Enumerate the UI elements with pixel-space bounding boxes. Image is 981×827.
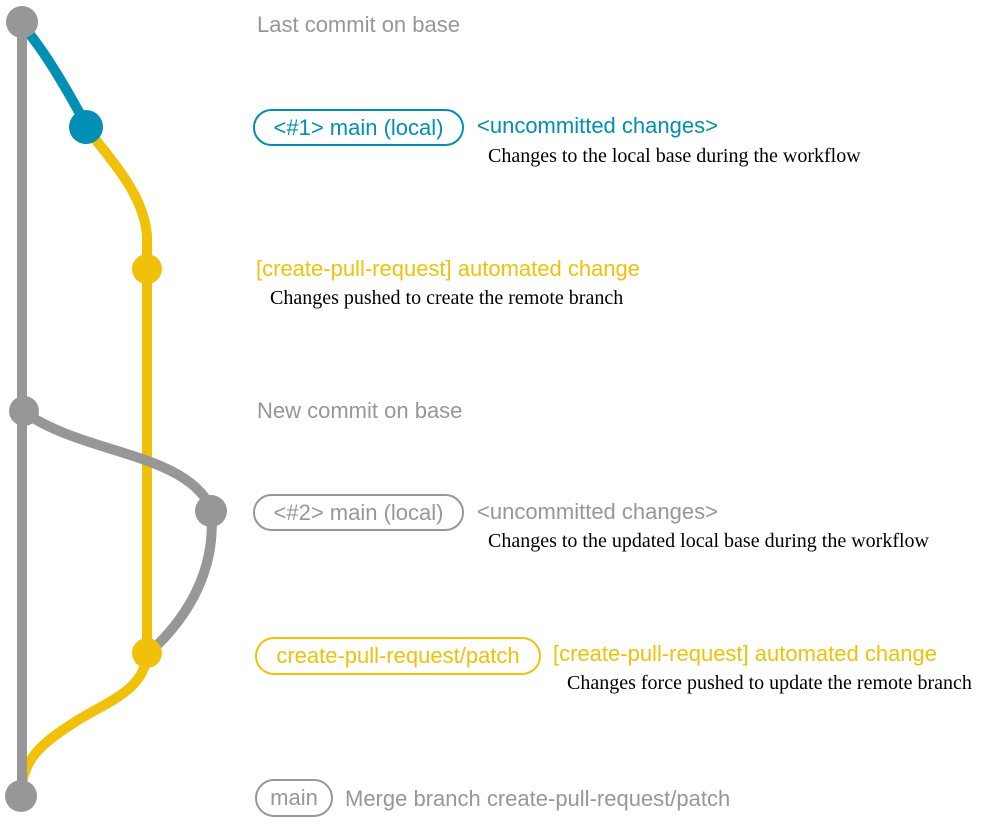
- commit-dot-automated-1: [132, 254, 162, 284]
- desc-uncommitted-changes-1: Changes to the local base during the wor…: [488, 145, 861, 167]
- commit-dot-new-base: [9, 396, 39, 426]
- commit-dot-automated-2: [132, 638, 162, 668]
- label-merge-branch: Merge branch create-pull-request/patch: [345, 786, 731, 811]
- commit-dot-uncommitted-1: [69, 110, 103, 144]
- desc-automated-change-2: Changes force pushed to update the remot…: [567, 672, 972, 694]
- branch-tag-main-local-2: <#2> main (local): [253, 494, 464, 531]
- branch-tag-main-local-2-text: <#2> main (local): [273, 499, 444, 525]
- label-new-commit-on-base: New commit on base: [257, 398, 463, 423]
- branch-tag-create-pull-request-patch-text: create-pull-request/patch: [276, 643, 520, 668]
- branch-edge-local-1: [17, 20, 91, 130]
- commit-dot-uncommitted-2: [195, 495, 227, 527]
- label-uncommitted-changes-2: <uncommitted changes>: [477, 499, 718, 524]
- branch-tag-main-local-1-text: <#1> main (local): [273, 114, 444, 140]
- branch-tag-main-text: main: [270, 785, 318, 810]
- label-last-commit-on-base: Last commit on base: [257, 12, 460, 37]
- label-automated-change-2: [create-pull-request] automated change: [553, 641, 938, 666]
- branch-edge-local-2: [19, 407, 216, 513]
- label-uncommitted-changes-1: <uncommitted changes>: [477, 113, 718, 138]
- label-automated-change-1: [create-pull-request] automated change: [256, 256, 641, 281]
- branch-tag-main: main: [255, 779, 333, 817]
- desc-automated-change-1: Changes pushed to create the remote bran…: [270, 287, 624, 309]
- branch-tag-create-pull-request-patch: create-pull-request/patch: [255, 637, 541, 675]
- branch-tag-main-local-1: <#1> main (local): [253, 109, 464, 146]
- branch-edge-pull-request: [81, 122, 152, 658]
- commit-graph: [5, 6, 227, 812]
- commit-dot-merge: [5, 780, 37, 812]
- commit-dot-last-base: [6, 6, 38, 38]
- branch-edge-rebase: [145, 506, 217, 657]
- desc-uncommitted-changes-2: Changes to the updated local base during…: [488, 530, 929, 552]
- branch-edge-merge: [16, 648, 152, 797]
